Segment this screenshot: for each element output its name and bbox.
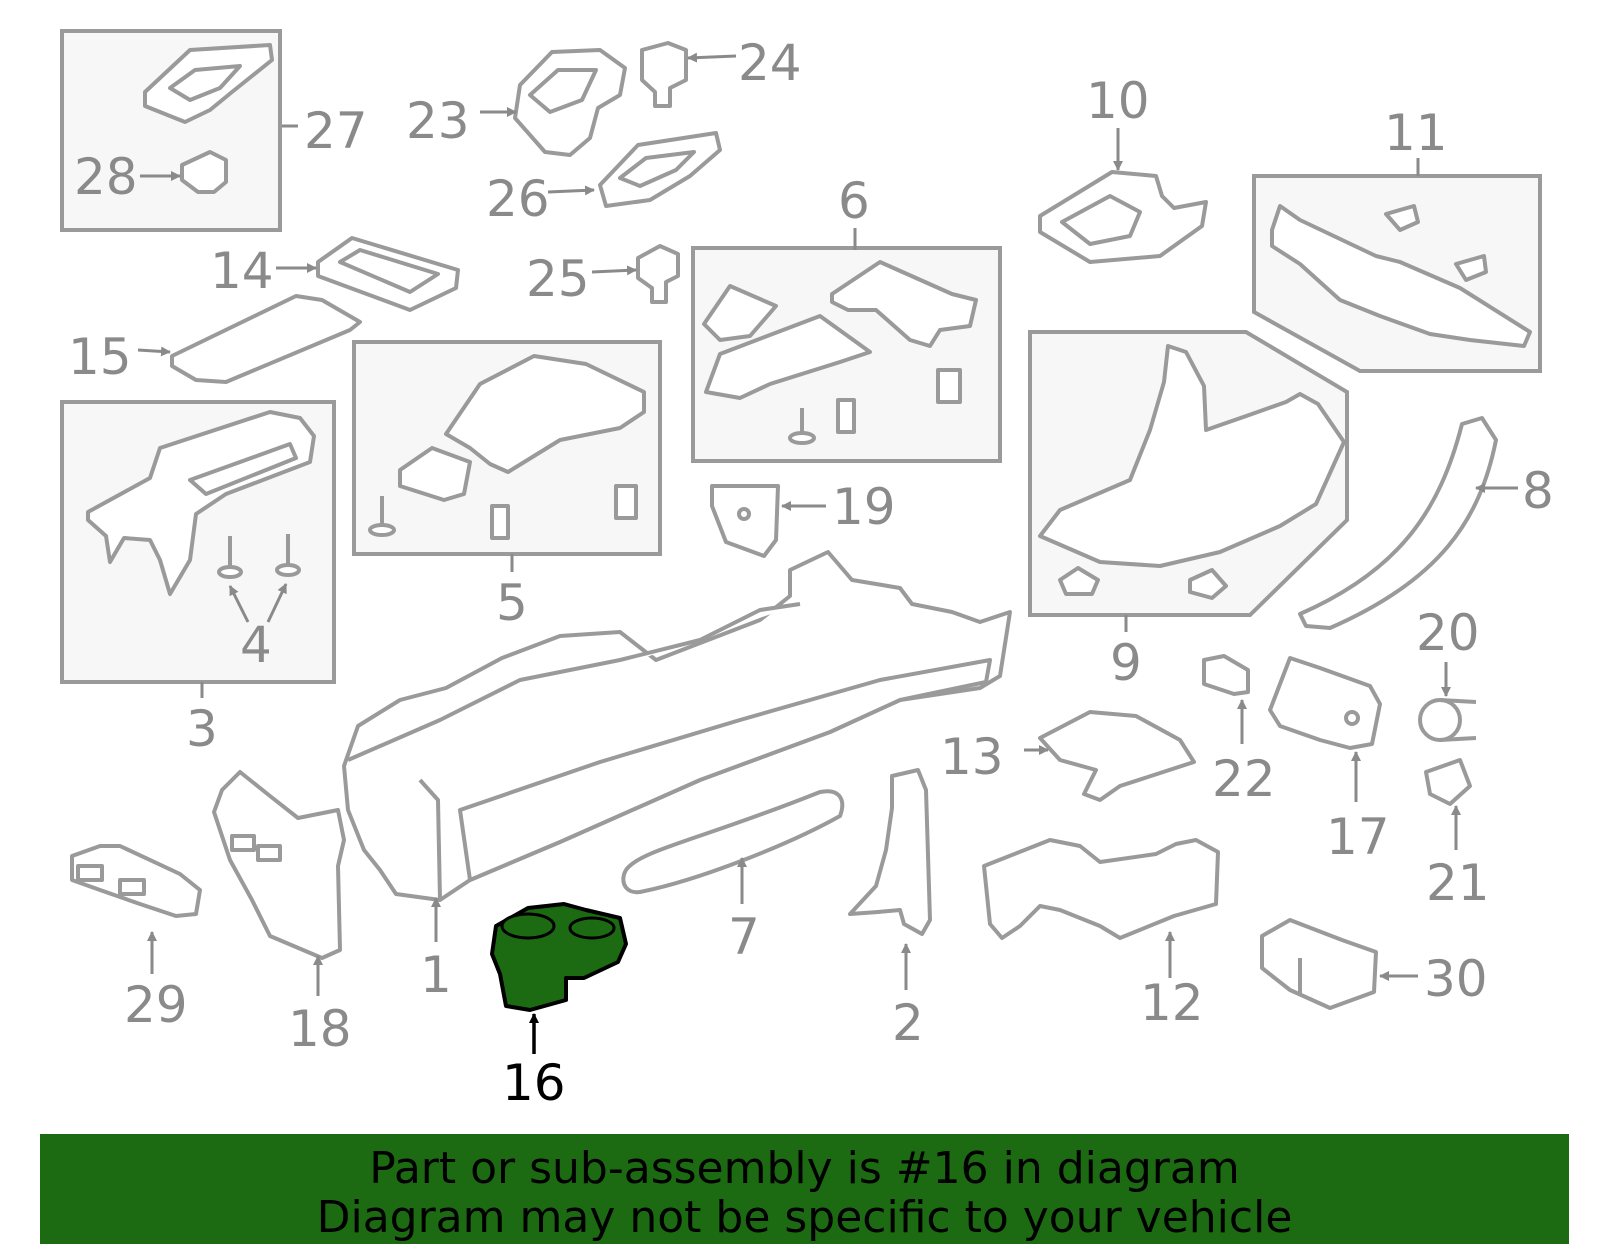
part-30-connector (1260, 918, 1378, 1010)
part-26-switch-panel (598, 131, 722, 208)
label-17: 17 (1326, 808, 1390, 866)
part-11-bracket (1270, 204, 1532, 348)
label-29: 29 (124, 976, 188, 1034)
label-9: 9 (1110, 634, 1142, 692)
part-28-clip (180, 150, 228, 194)
part-20-grommet (1418, 698, 1477, 742)
label-16: 16 (502, 1054, 566, 1112)
banner-line-1: Part or sub-assembly is #16 in diagram (369, 1143, 1240, 1194)
part-5-shift-bezel (368, 354, 646, 540)
label-28: 28 (74, 148, 138, 206)
part-21-clip (1424, 758, 1472, 806)
part-12-bracket (982, 838, 1220, 940)
part-15-mat (170, 294, 362, 384)
part-4-screws (217, 534, 301, 579)
label-20: 20 (1416, 604, 1480, 662)
part-10-mat (1038, 170, 1208, 264)
label-26: 26 (486, 170, 550, 228)
label-1: 1 (420, 946, 452, 1004)
part-2-bracket (848, 768, 932, 936)
label-21: 21 (1426, 854, 1490, 912)
label-13: 13 (940, 728, 1004, 786)
banner-line-2: Diagram may not be specific to your vehi… (316, 1192, 1293, 1243)
label-8: 8 (1522, 462, 1554, 520)
label-4: 4 (240, 616, 272, 674)
label-27: 27 (304, 102, 368, 160)
part-19-bracket (710, 484, 780, 558)
part-18-side-panel (212, 770, 346, 960)
part-24-clip (640, 41, 688, 108)
part-8-trim-strip (1298, 416, 1498, 630)
label-3: 3 (186, 700, 218, 758)
part-16-cup-holder (490, 902, 628, 1012)
part-7-panel-strip (621, 789, 845, 895)
part-22-clip (1202, 654, 1250, 696)
part-9-console-panel (1038, 344, 1346, 600)
label-2: 2 (892, 994, 924, 1052)
label-7: 7 (728, 908, 760, 966)
label-25: 25 (526, 250, 590, 308)
part-14-tray (316, 236, 460, 312)
label-24: 24 (738, 34, 802, 92)
label-5: 5 (496, 574, 528, 632)
label-18: 18 (288, 1000, 352, 1058)
label-12: 12 (1140, 974, 1204, 1032)
label-11: 11 (1384, 104, 1448, 162)
label-30: 30 (1424, 950, 1488, 1008)
part-13-mat (1038, 710, 1196, 802)
label-6: 6 (838, 172, 870, 230)
leader-lines (137, 52, 1518, 1054)
label-15: 15 (68, 328, 132, 386)
label-19: 19 (832, 478, 896, 536)
info-banner: Part or sub-assembly is #16 in diagram D… (40, 1134, 1569, 1244)
part-6-trim-pieces (702, 260, 978, 445)
part-17-bracket (1268, 656, 1382, 750)
label-23: 23 (406, 92, 470, 150)
label-22: 22 (1212, 750, 1276, 808)
label-10: 10 (1086, 72, 1150, 130)
part-25-clip (636, 244, 680, 304)
part-27-switch-panel (143, 43, 274, 124)
part-23-bezel (513, 48, 627, 157)
label-14: 14 (210, 242, 274, 300)
part-29-switch (70, 844, 202, 918)
part-3-armrest (86, 410, 316, 596)
